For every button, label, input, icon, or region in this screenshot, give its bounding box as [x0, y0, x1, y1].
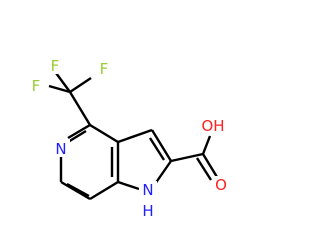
bond-c6-c7-inner	[66, 182, 90, 198]
bond-c4-n5	[67, 123, 91, 140]
bond-ccooh-o	[201, 153, 219, 178]
atom-label-layer: F F F N OH O N H	[26, 56, 230, 220]
bond-layer	[48, 72, 219, 201]
label-bg-f-right	[94, 59, 112, 77]
atom-n-pyrrole: N	[142, 181, 153, 199]
bond-c3a-c4	[89, 123, 119, 144]
bond-c7-c7a	[89, 180, 119, 201]
label-bg-o	[212, 176, 230, 194]
atom-h-pyrrole: H	[142, 202, 153, 220]
structure-diagram: F F F N OH O N H	[26, 56, 230, 220]
bond-cf3-f-left	[48, 84, 71, 94]
label-bg-oh	[196, 114, 228, 132]
atom-oh: OH	[201, 117, 224, 135]
bond-c2-n1	[154, 160, 172, 185]
bond-c6-c7	[60, 180, 91, 201]
bond-c2-ccooh	[170, 152, 204, 163]
atom-n-ring: N	[55, 140, 66, 158]
bond-c3a-c3	[117, 128, 153, 144]
bond-cf3-f-right	[69, 77, 92, 93]
bond-c3-c2	[150, 129, 173, 162]
label-bg-n-ring	[52, 139, 70, 157]
label-bg-f-top	[45, 56, 63, 74]
atom-o-carbonyl: O	[215, 176, 227, 194]
bond-cf3-c4	[68, 91, 92, 126]
molecule-svg: F F F N OH O N H	[26, 56, 230, 220]
atom-f-top: F	[51, 57, 60, 75]
label-bg-n-pyrrole	[139, 181, 157, 199]
atom-f-right: F	[100, 60, 109, 78]
bond-ccooh-o-double	[195, 157, 213, 181]
atom-f-left: F	[32, 77, 41, 95]
bond-c3-c2-inner	[148, 137, 166, 161]
bond-c4-n5-inner	[67, 129, 87, 144]
bond-ccooh-oh	[201, 135, 212, 155]
bond-n1-c7a	[117, 180, 140, 191]
label-bg-f-left	[26, 77, 44, 95]
bond-cf3-f-top	[55, 72, 71, 93]
